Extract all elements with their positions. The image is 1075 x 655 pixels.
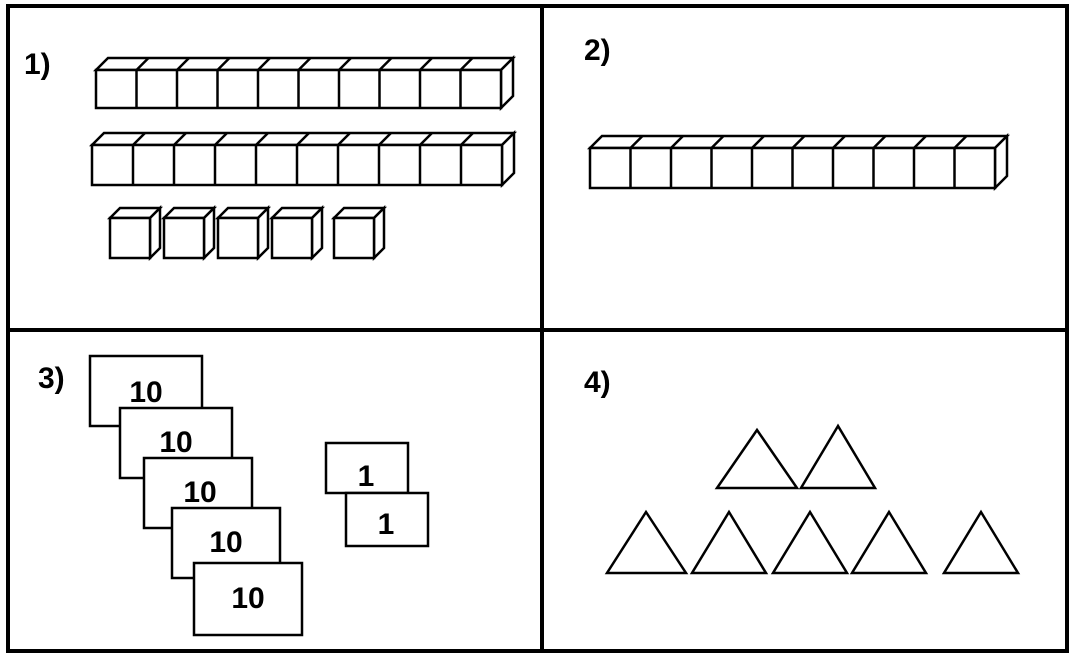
svg-text:10: 10 [183, 476, 216, 509]
triangle [852, 512, 926, 573]
panel-2-content [590, 136, 1007, 188]
svg-text:10: 10 [159, 426, 192, 459]
triangle [717, 430, 797, 488]
panel-1-label: 1) [24, 48, 51, 81]
triangle [944, 512, 1018, 573]
panel-3-label: 3) [38, 362, 65, 395]
unit-cubes [110, 208, 384, 258]
triangle [801, 426, 875, 488]
ones-card: 1 [346, 493, 428, 546]
svg-text:10: 10 [129, 376, 162, 409]
panel-4-content [607, 426, 1018, 573]
tens-card: 10 [194, 563, 302, 635]
ten-rod [92, 133, 514, 185]
ten-rod [96, 58, 513, 108]
ten-rod [590, 136, 1007, 188]
panel-1-content [92, 58, 514, 258]
panel-3-content: 10 10 10 10 10 1 1 [90, 356, 428, 635]
triangle [773, 512, 847, 573]
svg-text:10: 10 [209, 526, 242, 559]
triangle [692, 512, 766, 573]
svg-text:10: 10 [231, 582, 264, 615]
triangle [607, 512, 686, 573]
panel-4-label: 4) [584, 366, 611, 399]
svg-text:1: 1 [358, 460, 375, 493]
panel-2-label: 2) [584, 34, 611, 67]
ones-card: 1 [326, 443, 408, 493]
svg-text:1: 1 [378, 508, 395, 541]
